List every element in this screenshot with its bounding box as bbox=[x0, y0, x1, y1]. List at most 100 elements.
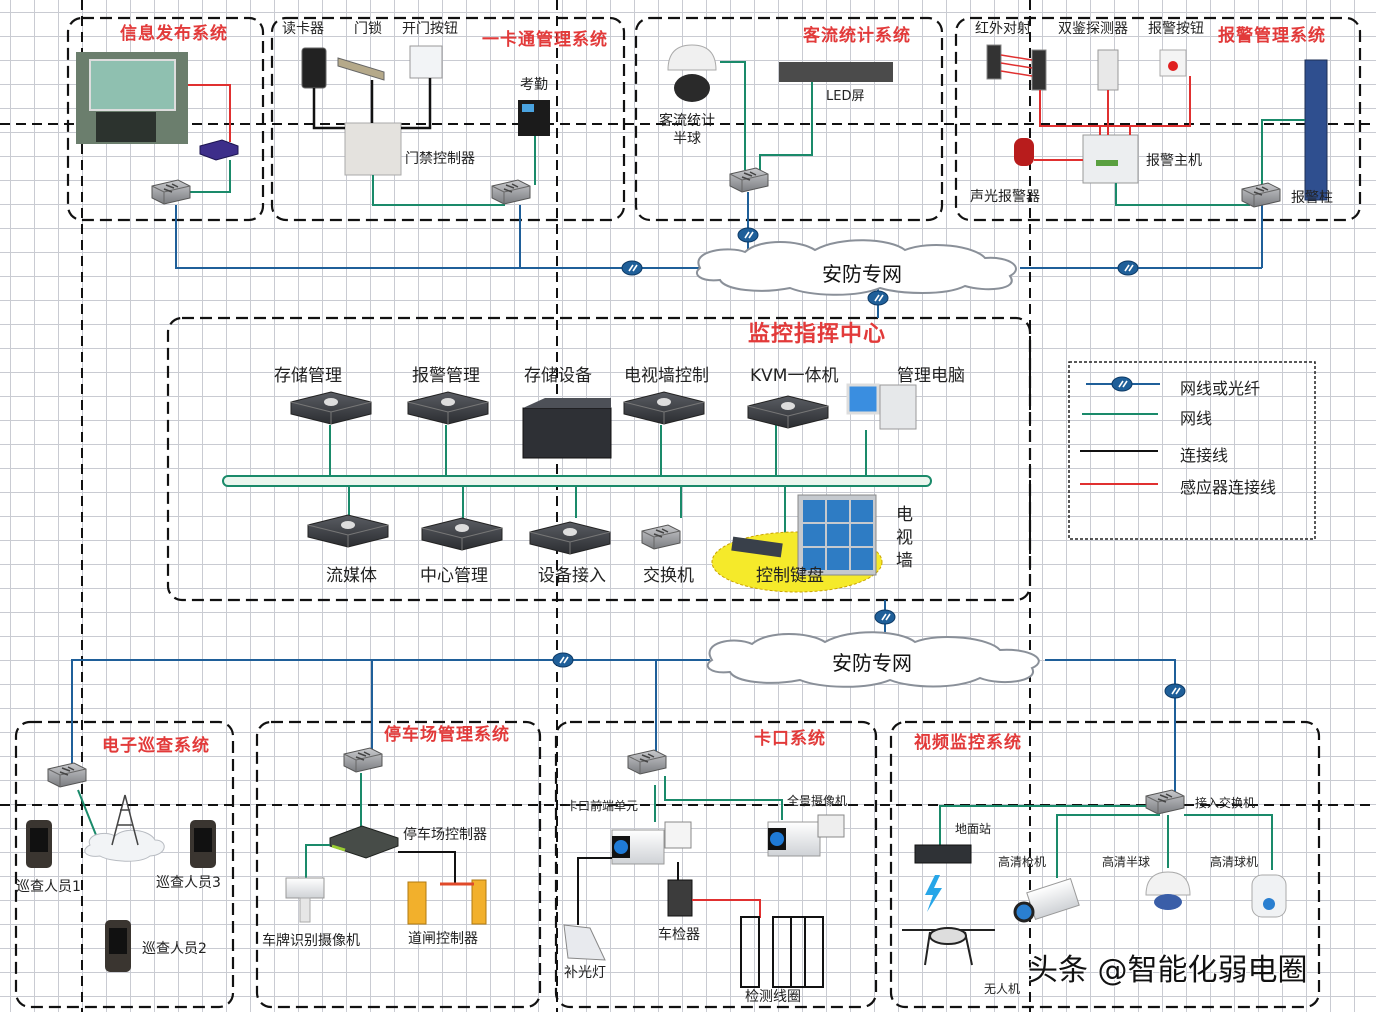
tv-wall-controller bbox=[623, 391, 705, 425]
fiber-markers bbox=[552, 227, 1186, 699]
hd-bullet-camera bbox=[1026, 877, 1080, 921]
title-parking-system: 停车场管理系统 bbox=[384, 725, 510, 745]
title-command-center: 监控指挥中心 bbox=[748, 322, 887, 347]
checkpoint-devices bbox=[563, 749, 845, 988]
label-core-switch: 交换机 bbox=[643, 566, 694, 586]
label-drone: 无人机 bbox=[984, 982, 1021, 996]
label-attendance: 考勤 bbox=[520, 77, 548, 93]
title-checkpoint-system: 卡口系统 bbox=[754, 729, 826, 749]
parking-devices bbox=[285, 747, 487, 925]
label-door-controller: 门禁控制器 bbox=[405, 151, 475, 167]
label-panorama-camera: 全景摄像机 bbox=[787, 794, 848, 808]
barrier-ticket-box bbox=[407, 881, 427, 925]
alarm-system-devices bbox=[986, 44, 1328, 208]
label-kvm: KVM一体机 bbox=[750, 366, 839, 386]
ground-station bbox=[914, 844, 972, 864]
lightning-icon bbox=[925, 875, 942, 912]
label-center-mgmt: 中心管理 bbox=[420, 566, 488, 586]
info-switch-icon bbox=[151, 179, 191, 205]
card-switch-icon bbox=[491, 179, 531, 205]
vehicle-detector bbox=[667, 879, 693, 917]
label-strobe-siren: 声光报警器 bbox=[970, 189, 1040, 205]
exit-button bbox=[409, 45, 443, 79]
label-device-access: 设备接入 bbox=[538, 566, 606, 586]
hd-dome-camera bbox=[1145, 871, 1191, 896]
label-exit-button: 开门按钮 bbox=[402, 21, 458, 37]
label-patrol-3: 巡查人员3 bbox=[156, 875, 221, 891]
checkpoint-switch-icon bbox=[627, 749, 667, 775]
legend-symbols bbox=[1080, 376, 1160, 485]
strobe-siren bbox=[1014, 138, 1034, 166]
streaming-server bbox=[307, 514, 389, 548]
frame-card bbox=[270, 16, 626, 222]
frame-alarm bbox=[954, 16, 1362, 222]
barrier-gate bbox=[471, 879, 487, 925]
frame-checkpoint bbox=[554, 720, 878, 1009]
legend-cable: 网线 bbox=[1180, 409, 1213, 428]
label-hd-ptz: 高清球机 bbox=[1210, 855, 1259, 869]
center-mgmt-server bbox=[421, 517, 503, 551]
label-tv-wall: 电视墙 bbox=[892, 505, 912, 574]
frame-passenger bbox=[634, 16, 944, 222]
radio-tower-cloud bbox=[84, 829, 165, 862]
title-alarm-system: 报警管理系统 bbox=[1218, 26, 1326, 46]
frame-patrol bbox=[14, 720, 235, 1009]
parking-switch-icon bbox=[343, 747, 383, 773]
label-card-reader: 读卡器 bbox=[282, 21, 324, 37]
command-center-devices bbox=[222, 383, 932, 593]
lower-network-lines bbox=[71, 600, 1176, 800]
legend-sensor: 感应器连接线 bbox=[1180, 478, 1277, 497]
label-checkpoint-frontend: 卡口前端单元 bbox=[566, 799, 639, 813]
label-patrol-1: 巡查人员1 bbox=[16, 879, 81, 895]
label-detection-loop: 检测线圈 bbox=[745, 989, 801, 1005]
access-switch-icon bbox=[1145, 789, 1185, 815]
ir-beam-tx bbox=[986, 44, 1002, 80]
upper-network-cloud bbox=[695, 239, 1017, 296]
control-keyboard bbox=[731, 536, 783, 558]
parking-controller bbox=[329, 825, 399, 859]
drone-icon bbox=[902, 927, 995, 966]
label-alarm-mgmt: 报警管理 bbox=[412, 366, 480, 386]
upper-network-label: 安防专网 bbox=[822, 262, 902, 286]
door-lock bbox=[337, 57, 385, 81]
label-door-lock: 门锁 bbox=[354, 21, 382, 37]
storage-array bbox=[522, 407, 612, 459]
info-release-devices bbox=[76, 52, 239, 205]
lower-network-label: 安防专网 bbox=[832, 651, 912, 675]
label-control-keyboard: 控制键盘 bbox=[756, 566, 824, 586]
radio-tower bbox=[111, 794, 139, 846]
core-switch-icon bbox=[641, 524, 681, 550]
patrol-devices bbox=[26, 762, 216, 972]
frame-info-release bbox=[66, 16, 265, 222]
label-tv-wall-control: 电视墙控制 bbox=[624, 366, 709, 386]
frame-parking bbox=[255, 720, 542, 1009]
watermark-text: 头条 @智能化弱电圈 bbox=[1028, 953, 1308, 988]
label-streaming: 流媒体 bbox=[326, 566, 377, 586]
media-player-box bbox=[199, 139, 239, 161]
dome-camera bbox=[667, 44, 717, 71]
label-dual-detector: 双鉴探测器 bbox=[1058, 21, 1128, 37]
label-patrol-2: 巡查人员2 bbox=[142, 941, 207, 957]
system-frames bbox=[14, 16, 1362, 1009]
card-reader bbox=[301, 47, 327, 89]
label-access-switch: 接入交换机 bbox=[1195, 796, 1256, 810]
frame-command-center bbox=[166, 316, 1032, 602]
frame-video bbox=[889, 720, 1321, 1009]
label-fill-light: 补光灯 bbox=[564, 965, 606, 981]
device-access-server bbox=[529, 521, 611, 555]
kvm-unit bbox=[747, 395, 829, 429]
storage-mgmt-server bbox=[290, 391, 372, 425]
label-parking-controller: 停车场控制器 bbox=[403, 827, 487, 843]
hd-ptz-camera bbox=[1251, 874, 1287, 918]
label-hd-bullet: 高清枪机 bbox=[998, 855, 1047, 869]
alarm-mgmt-server bbox=[407, 391, 489, 425]
video-devices bbox=[902, 789, 1287, 966]
label-barrier-controller: 道闸控制器 bbox=[408, 931, 478, 947]
door-controller bbox=[344, 122, 402, 176]
detection-loops bbox=[740, 916, 824, 988]
label-led-screen: LED屏 bbox=[826, 89, 865, 104]
patrol-switch-icon bbox=[47, 762, 87, 788]
alarm-column bbox=[1304, 59, 1328, 201]
label-alarm-button: 报警按钮 bbox=[1148, 21, 1204, 37]
management-pc bbox=[846, 383, 880, 415]
